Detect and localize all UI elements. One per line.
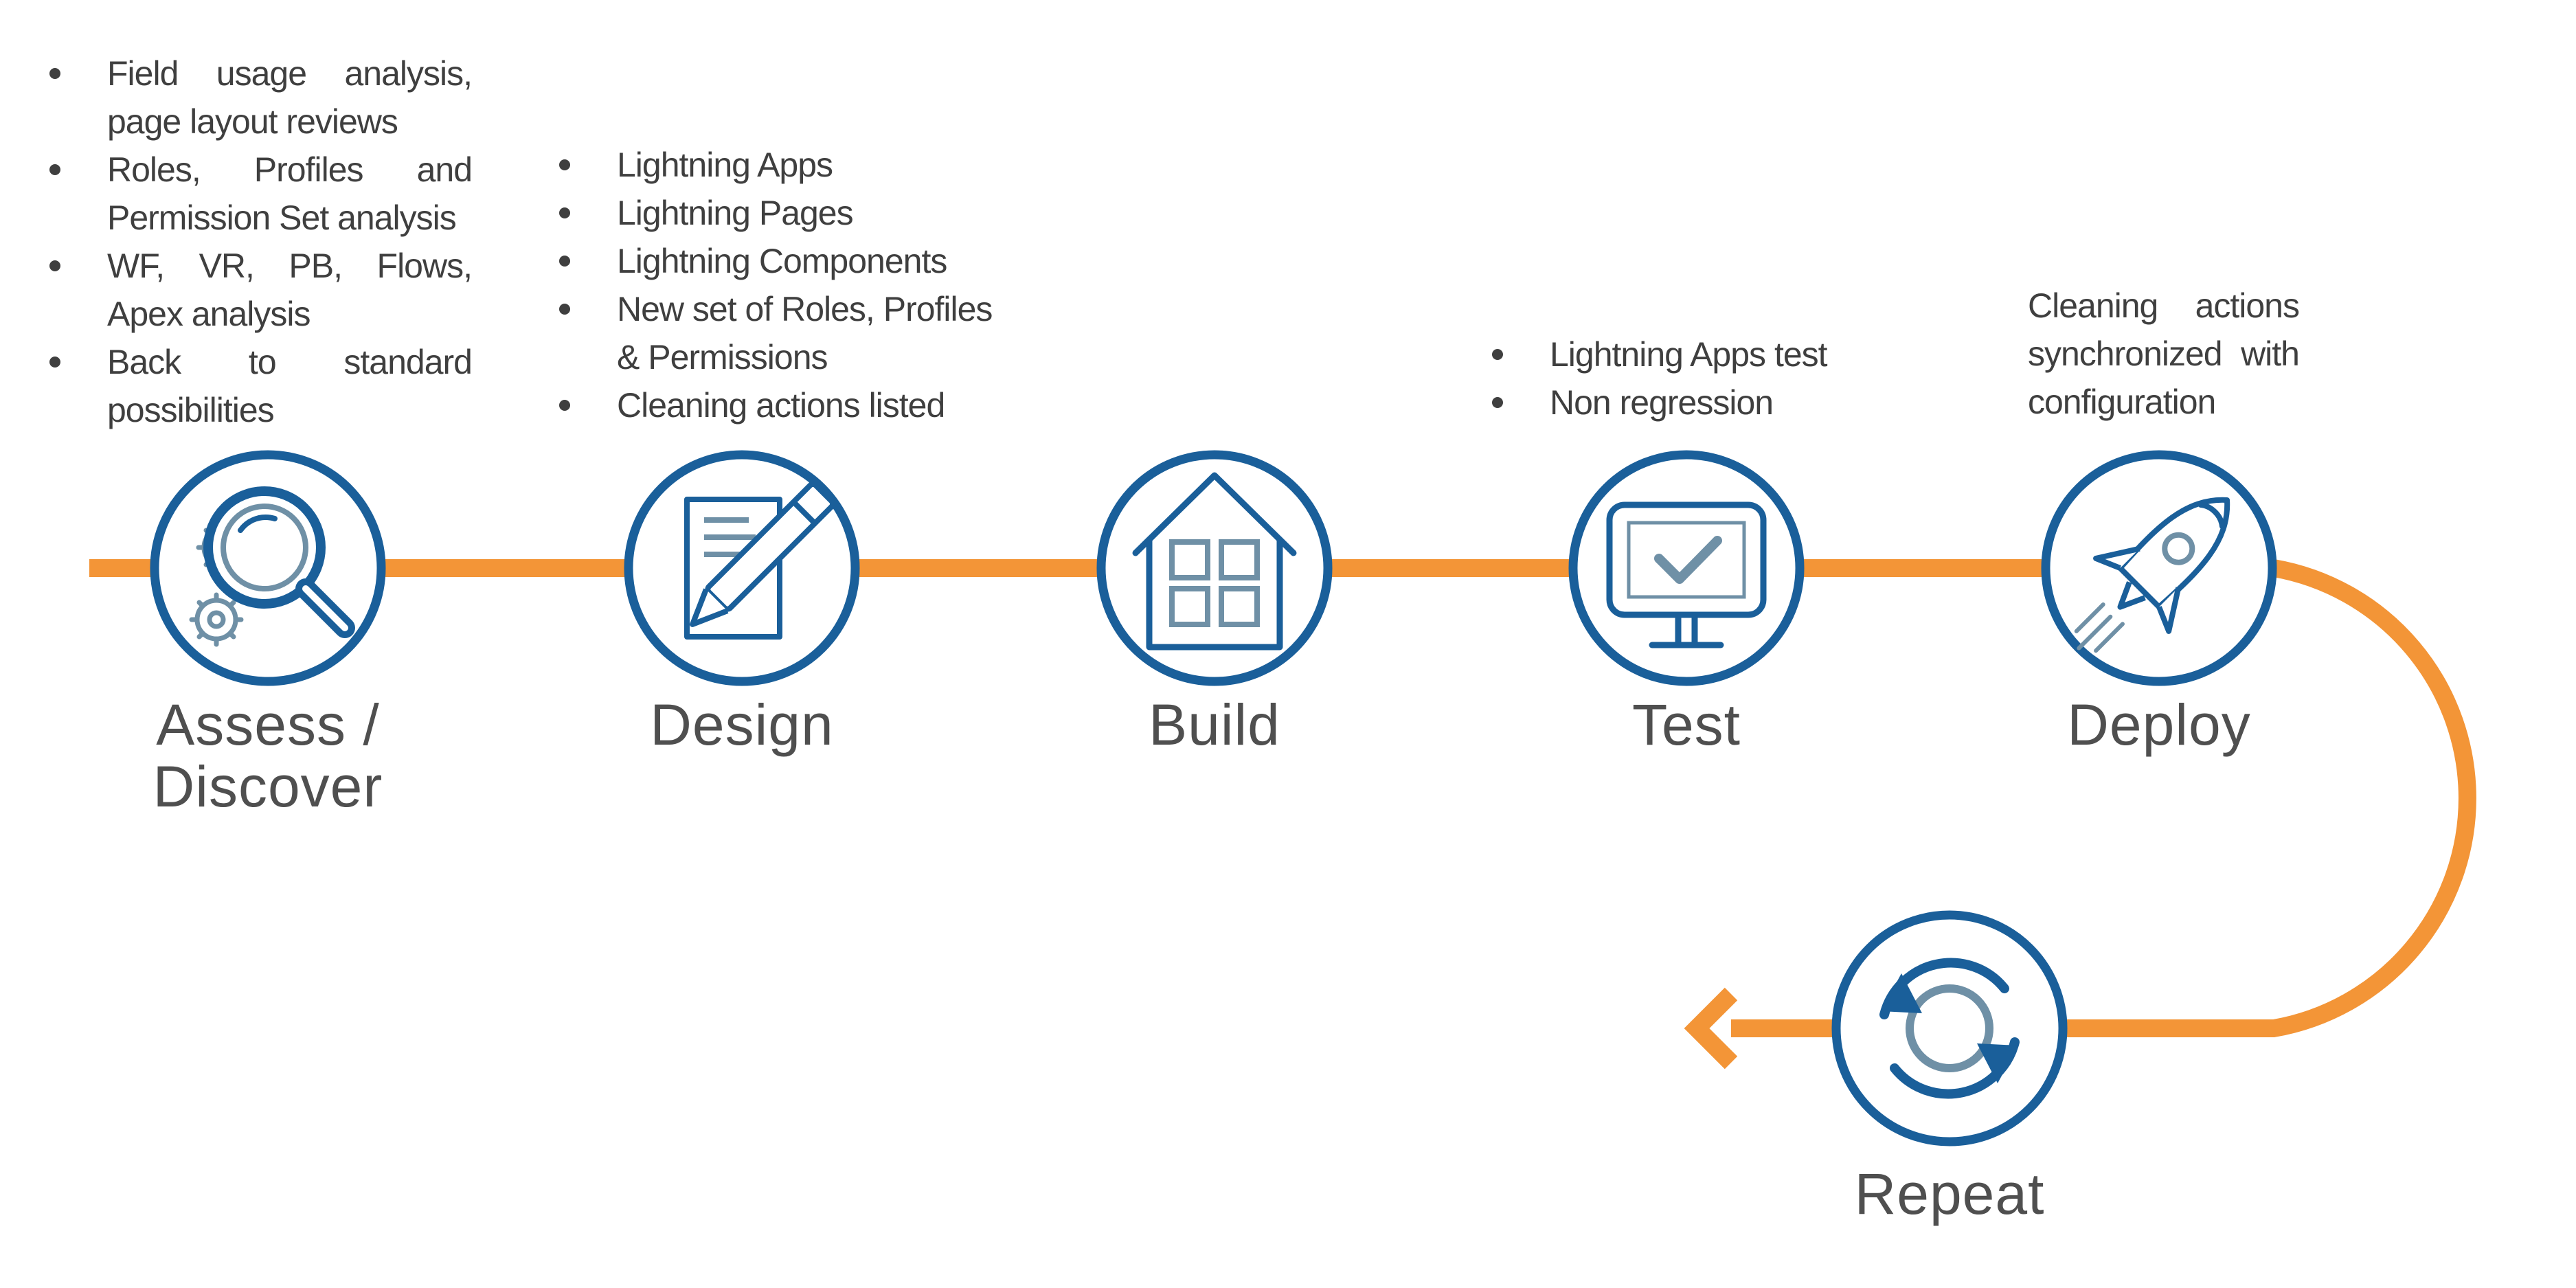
design-bullet: Lightning Components [559, 237, 1054, 285]
assess-bullet: Field usage analysis, page layout review… [49, 49, 473, 146]
refresh-cycle-icon [1879, 958, 2020, 1099]
design-bullet: Lightning Pages [559, 189, 1054, 237]
test-bullet-list: Lightning Apps test Non regression [1492, 330, 1918, 427]
assess-bullet: Roles, Profiles and Permission Set analy… [49, 146, 473, 242]
track-line [89, 559, 2476, 1037]
rocket-icon [2074, 497, 2230, 653]
assess-bullet: Back to standard possibilities [49, 338, 473, 434]
ring-build [1096, 450, 1333, 686]
design-bullet-list: Lightning Apps Lightning Pages Lightning… [559, 141, 1054, 429]
process-track [89, 559, 2476, 1070]
assess-bullet: WF, VR, PB, Flows, Apex analysis [49, 242, 473, 338]
assess-bullet-list: Field usage analysis, page layout review… [49, 49, 473, 434]
step-title-repeat: Repeat [1854, 1162, 2045, 1226]
step-title-assess: Assess / Discover [131, 694, 405, 817]
deploy-description: Cleaning actions synchronized with confi… [2028, 286, 2300, 421]
step-title-assess-line-2: Discover [152, 754, 383, 819]
test-bullet: Lightning Apps test [1492, 330, 1918, 379]
design-bullet: New set of Roles, Profiles & Permissions [559, 285, 1002, 381]
step-title-build: Build [1149, 692, 1280, 757]
test-bullet: Non regression [1492, 379, 1918, 427]
ring-repeat [1831, 910, 2068, 1146]
monitor-check-icon [1606, 501, 1767, 648]
design-bullet: Cleaning actions listed [559, 381, 1054, 429]
step-title-design: Design [650, 692, 834, 757]
magnifier-gears-icon [189, 486, 355, 647]
house-icon [1132, 472, 1297, 651]
step-title-assess-line-1: Assess / [156, 692, 380, 757]
step-title-test: Test [1631, 692, 1741, 757]
document-pencil-icon [684, 481, 836, 640]
step-rings [150, 450, 2277, 1146]
arrow-head-icon [1684, 987, 1738, 1070]
design-bullet: Lightning Apps [559, 141, 1054, 189]
step-title-deploy: Deploy [2067, 692, 2251, 757]
